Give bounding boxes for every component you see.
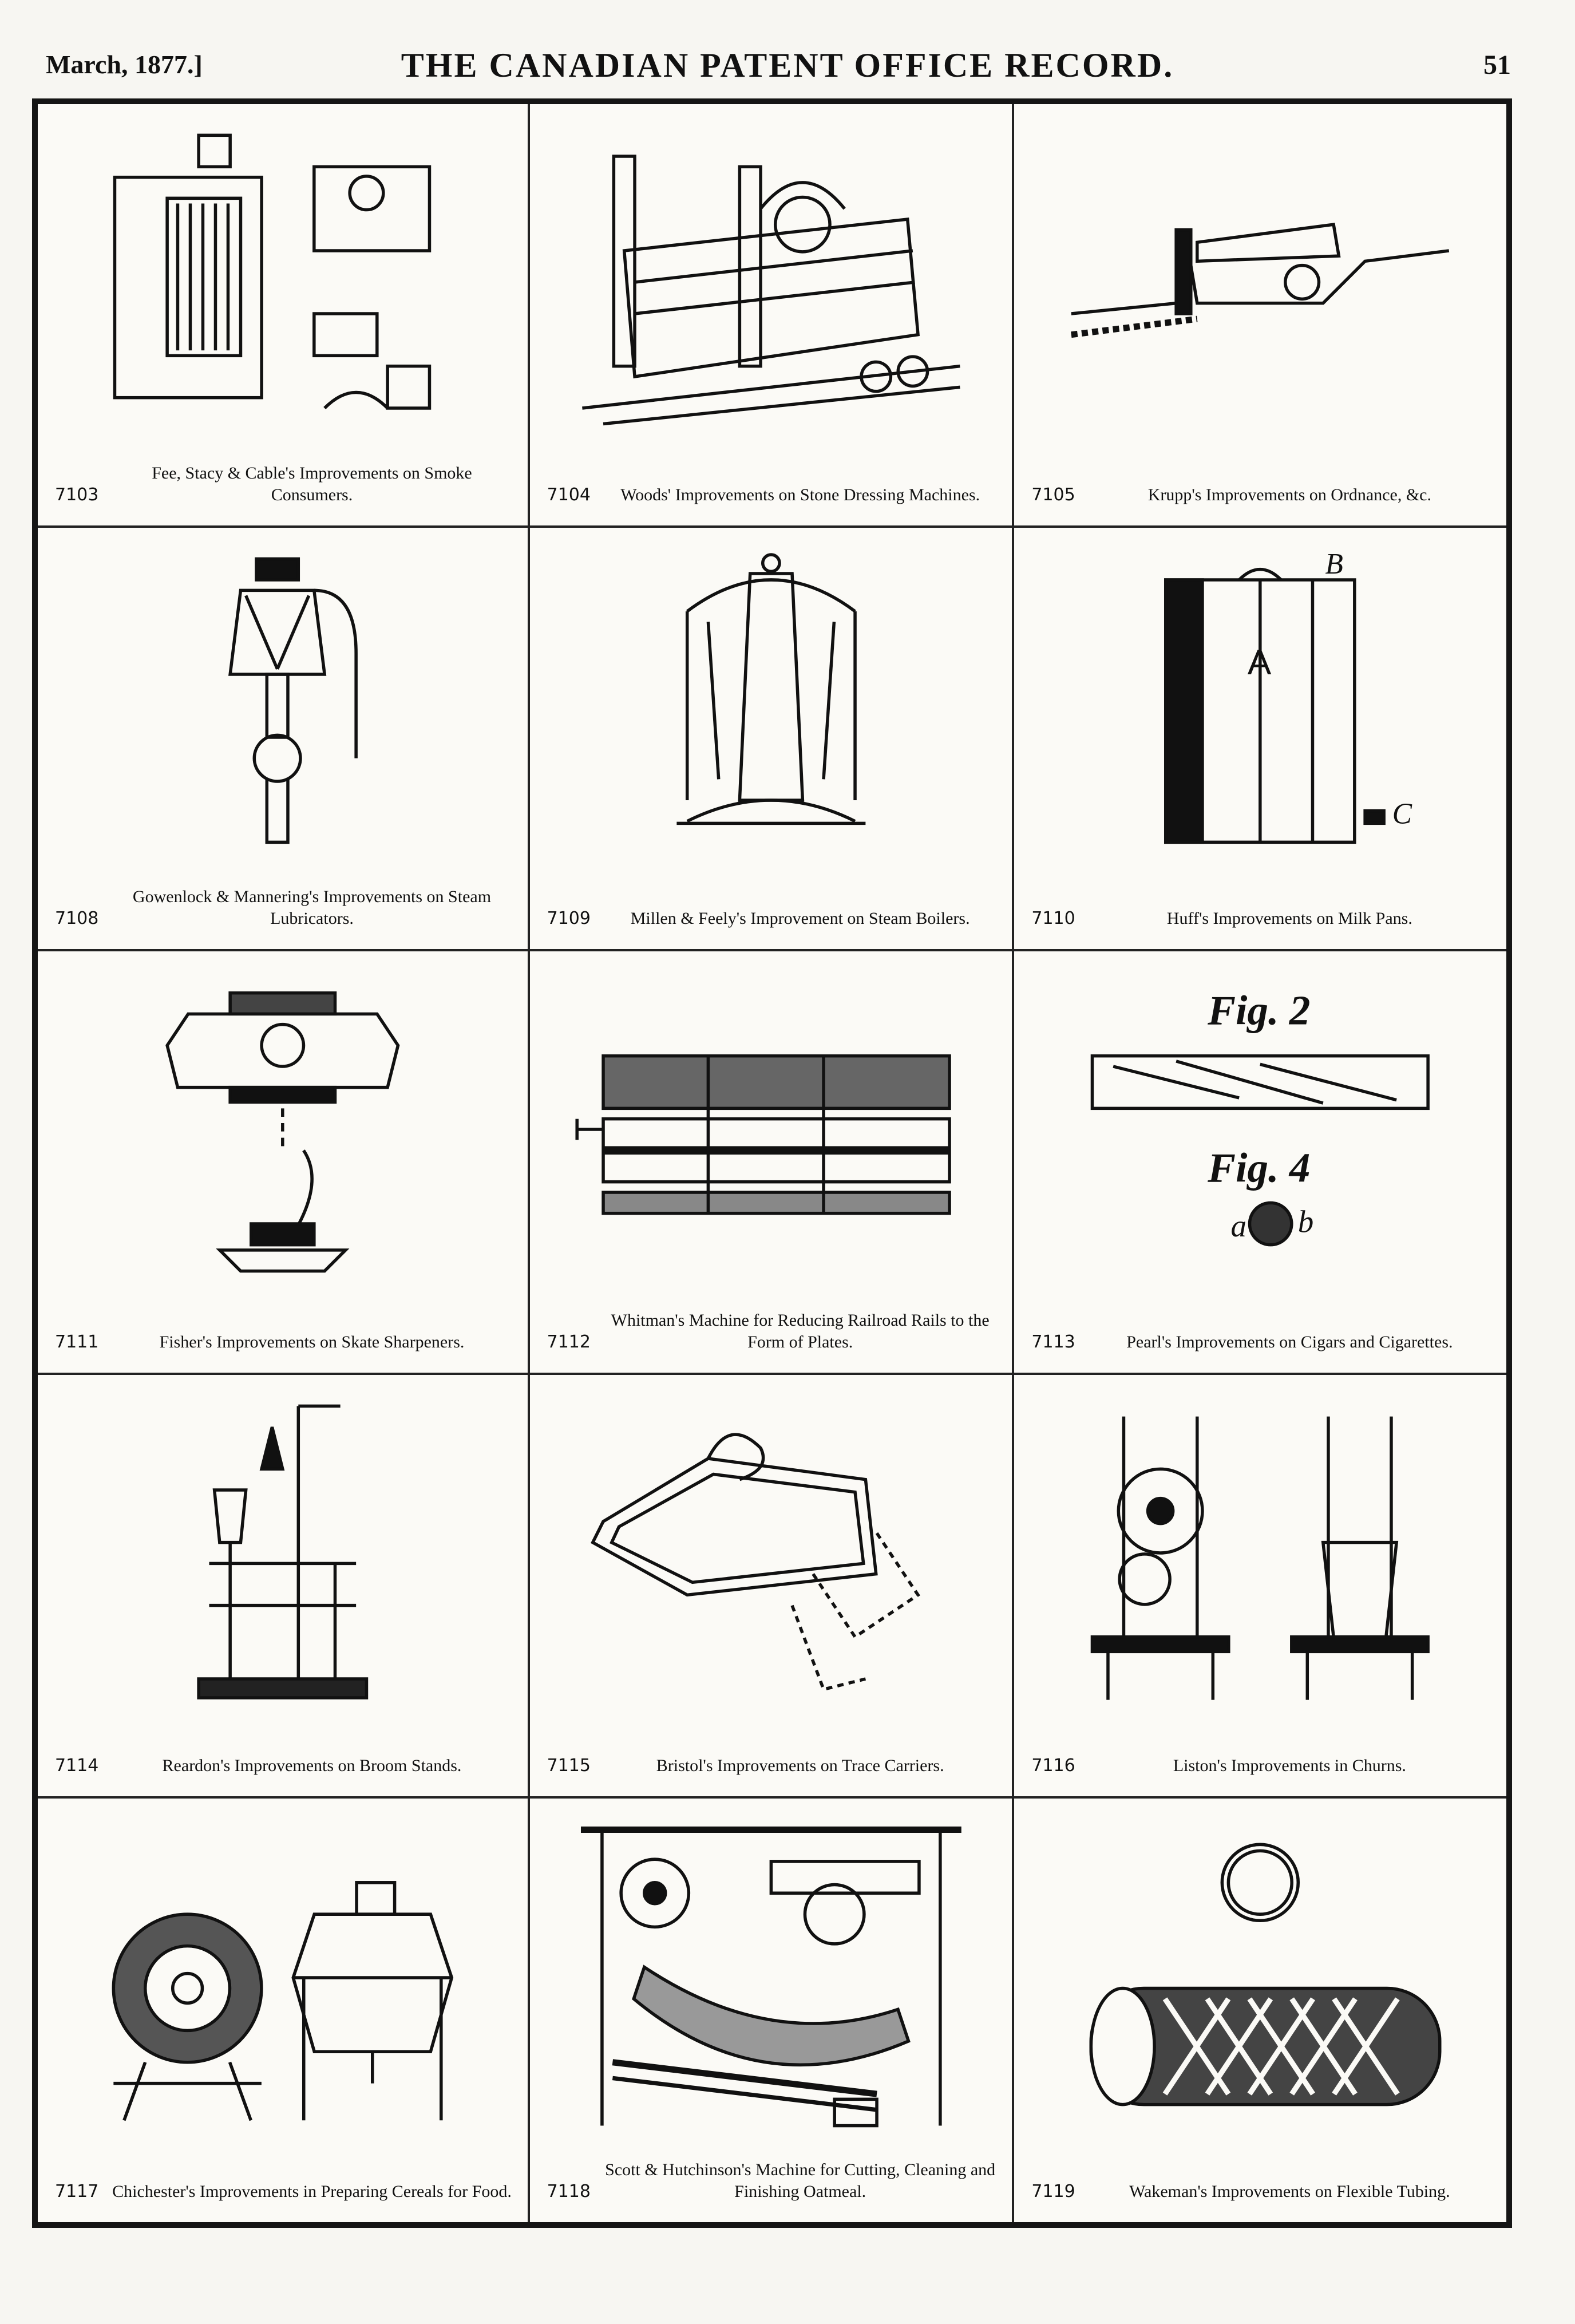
patent-number: 7108: [55, 908, 99, 928]
patent-number: 7104: [547, 485, 591, 505]
patent-title: Reardon's Improvements on Broom Stands.: [162, 1756, 462, 1775]
patent-caption: 7110 Huff's Improvements on Milk Pans.: [1031, 908, 1493, 930]
steam-boiler-drawing: [553, 548, 990, 863]
churn-drawing: [1037, 1396, 1483, 1710]
patent-title: Scott & Hutchinson's Machine for Cutting…: [605, 2160, 996, 2201]
patent-number: 7113: [1031, 1332, 1075, 1352]
cereal-preparing-drawing: [61, 1819, 505, 2136]
publication-title: THE CANADIAN PATENT OFFICE RECORD.: [401, 46, 1174, 84]
figure-label-b: b: [1298, 1204, 1314, 1239]
patent-title: Fee, Stacy & Cable's Improvements on Smo…: [152, 464, 472, 504]
patent-number: 7103: [55, 485, 99, 505]
patent-cell-7103: 7103 Fee, Stacy & Cable's Improvements o…: [38, 104, 530, 528]
patent-title: Bristol's Improvements on Trace Carriers…: [656, 1756, 944, 1775]
patent-title: Whitman's Machine for Reducing Railroad …: [611, 1311, 990, 1351]
patent-title: Huff's Improvements on Milk Pans.: [1166, 909, 1412, 928]
patent-number: 7117: [55, 2181, 99, 2202]
patent-title: Chichester's Improvements in Preparing C…: [112, 2182, 512, 2201]
steam-lubricator-drawing: [61, 548, 505, 863]
patent-number: 7111: [55, 1332, 99, 1352]
smoke-consumer-drawing: [61, 125, 505, 440]
patent-number: 7116: [1031, 1756, 1075, 1776]
patent-number: 7119: [1031, 2181, 1075, 2202]
patent-title: Millen & Feely's Improvement on Steam Bo…: [630, 909, 970, 928]
figure-label-a: A: [1248, 643, 1272, 682]
patent-number: 7115: [547, 1756, 591, 1776]
page-number: 51: [1483, 50, 1511, 80]
patent-cell-7114: 7114 Reardon's Improvements on Broom Sta…: [38, 1375, 530, 1799]
patent-cell-7119: 7119 Wakeman's Improvements on Flexible …: [1014, 1799, 1506, 2222]
patent-cell-7113: Fig. 2 Fig. 4 a b 7113 Pearl's Improveme…: [1014, 951, 1506, 1375]
patent-cell-7115: 7115 Bristol's Improvements on Trace Car…: [529, 1375, 1015, 1799]
oatmeal-machine-drawing: [553, 1819, 990, 2136]
patent-cell-7105: 7105 Krupp's Improvements on Ordnance, &…: [1014, 104, 1506, 528]
stone-dressing-machine-drawing: [553, 125, 990, 440]
patent-cell-7104: 7104 Woods' Improvements on Stone Dressi…: [529, 104, 1015, 528]
patent-cell-7117: 7117 Chichester's Improvements in Prepar…: [38, 1799, 530, 2222]
patent-number: 7109: [547, 908, 591, 928]
patent-cell-7110: A B C 7110 Huff's Improvements on Milk P…: [1014, 528, 1506, 951]
trace-carrier-drawing: [553, 1396, 990, 1710]
issue-date: March, 1877.]: [46, 50, 203, 79]
patent-caption: 7119 Wakeman's Improvements on Flexible …: [1031, 2181, 1493, 2203]
patent-number: 7114: [55, 1756, 99, 1776]
patent-caption: 7114 Reardon's Improvements on Broom Sta…: [55, 1755, 514, 1777]
ordnance-drawing: [1037, 125, 1483, 440]
patent-cell-7118: 7118 Scott & Hutchinson's Machine for Cu…: [530, 1799, 1015, 2222]
patent-cell-7112: 7112 Whitman's Machine for Reducing Rail…: [529, 951, 1015, 1375]
patent-caption: 7112 Whitman's Machine for Reducing Rail…: [547, 1310, 999, 1353]
patent-cell-7116: 7116 Liston's Improvements in Churns.: [1014, 1375, 1506, 1799]
patent-number: 7110: [1031, 908, 1075, 928]
patent-cell-7109: 7109 Millen & Feely's Improvement on Ste…: [529, 528, 1015, 951]
cigar-drawing: Fig. 2 Fig. 4 a b: [1037, 972, 1483, 1287]
patent-caption: 7118 Scott & Hutchinson's Machine for Cu…: [547, 2159, 999, 2203]
patent-caption: 7105 Krupp's Improvements on Ordnance, &…: [1031, 484, 1493, 506]
rail-reducing-machine-drawing: [553, 972, 990, 1287]
patent-cell-7108: 7108 Gowenlock & Mannering's Improvement…: [38, 528, 530, 951]
patent-number: 7118: [547, 2181, 591, 2202]
patent-title: Krupp's Improvements on Ordnance, &c.: [1147, 485, 1431, 504]
figure-label-c: C: [1392, 797, 1412, 830]
patent-caption: 7104 Woods' Improvements on Stone Dressi…: [547, 484, 999, 506]
patent-title: Gowenlock & Mannering's Improvements on …: [132, 887, 492, 928]
patent-title: Liston's Improvements in Churns.: [1173, 1756, 1406, 1775]
figure-label-fig2: Fig. 2: [1208, 987, 1311, 1034]
patent-caption: 7108 Gowenlock & Mannering's Improvement…: [55, 886, 514, 930]
patent-grid: 7103 Fee, Stacy & Cable's Improvements o…: [38, 104, 1506, 2222]
patent-caption: 7116 Liston's Improvements in Churns.: [1031, 1755, 1493, 1777]
flexible-tubing-drawing: [1037, 1819, 1483, 2136]
patent-grid-frame: 7103 Fee, Stacy & Cable's Improvements o…: [32, 98, 1512, 2228]
page-header: March, 1877.] THE CANADIAN PATENT OFFICE…: [0, 0, 1575, 97]
patent-title: Pearl's Improvements on Cigars and Cigar…: [1126, 1333, 1453, 1351]
patent-caption: 7111 Fisher's Improvements on Skate Shar…: [55, 1331, 514, 1353]
figure-label-b: B: [1325, 548, 1343, 580]
broom-stand-drawing: [61, 1396, 505, 1710]
figure-label-a: a: [1231, 1208, 1247, 1243]
skate-sharpener-drawing: [61, 972, 505, 1287]
patent-caption: 7113 Pearl's Improvements on Cigars and …: [1031, 1331, 1493, 1353]
patent-title: Fisher's Improvements on Skate Sharpener…: [159, 1333, 465, 1351]
patent-number: 7105: [1031, 485, 1075, 505]
patent-number: 7112: [547, 1332, 591, 1352]
patent-caption: 7115 Bristol's Improvements on Trace Car…: [547, 1755, 999, 1777]
patent-caption: 7117 Chichester's Improvements in Prepar…: [55, 2181, 514, 2203]
patent-title: Woods' Improvements on Stone Dressing Ma…: [620, 485, 980, 504]
patent-cell-7111: 7111 Fisher's Improvements on Skate Shar…: [38, 951, 530, 1375]
figure-label-fig4: Fig. 4: [1208, 1145, 1311, 1191]
milk-pan-drawing: A B C: [1037, 548, 1483, 863]
patent-caption: 7109 Millen & Feely's Improvement on Ste…: [547, 908, 999, 930]
patent-caption: 7103 Fee, Stacy & Cable's Improvements o…: [55, 463, 514, 506]
patent-title: Wakeman's Improvements on Flexible Tubin…: [1129, 2182, 1450, 2201]
